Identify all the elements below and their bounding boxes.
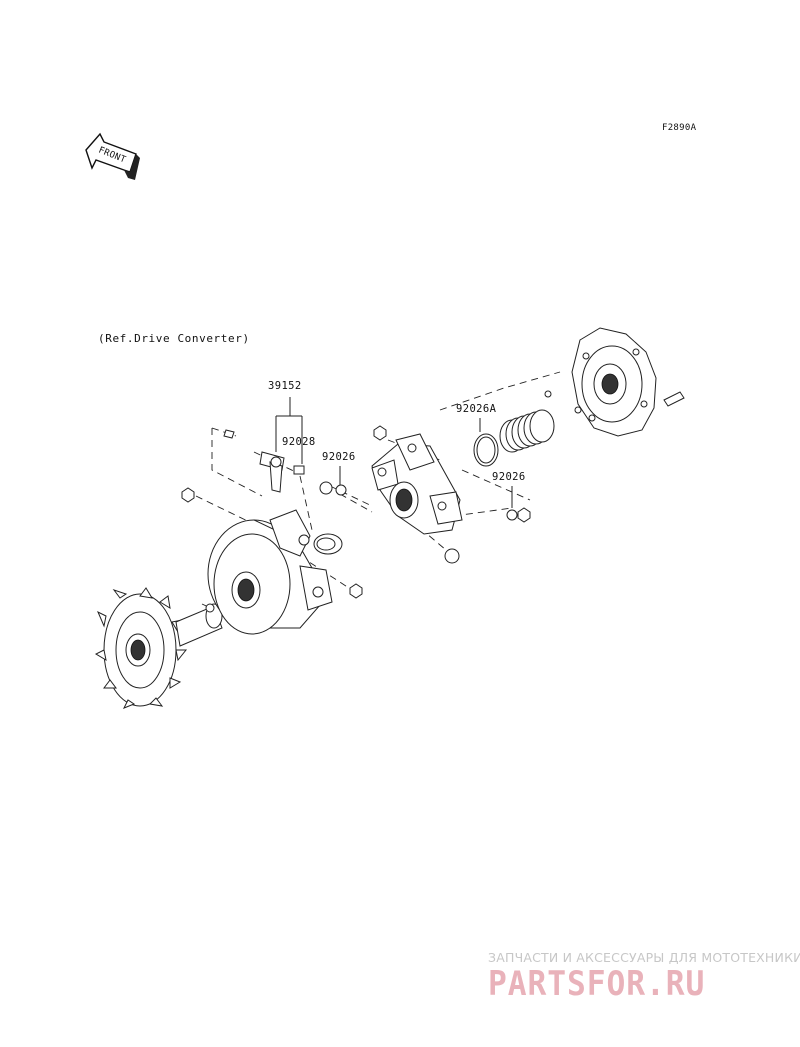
fixed-sheave-fan xyxy=(94,587,223,709)
weight-arm xyxy=(223,429,285,493)
nut-parts xyxy=(181,425,531,599)
snap-ring xyxy=(473,433,499,467)
rollers xyxy=(293,465,518,564)
callout-39152: 39152 xyxy=(268,380,302,392)
callout-92026-right: 92026 xyxy=(492,471,526,483)
front-arrow-icon: FRONT xyxy=(85,132,140,180)
watermark-tagline: ЗАПЧАСТИ И АКСЕССУАРЫ ДЛЯ МОТОТЕХНИКИ xyxy=(488,950,800,965)
watermark-logo: PARTSFOR.RU xyxy=(488,964,706,1004)
figure-code: F2890A xyxy=(662,123,697,133)
bushing xyxy=(313,533,343,555)
converter-cover xyxy=(544,327,685,437)
movable-sheave xyxy=(207,509,333,635)
callout-92028: 92028 xyxy=(282,436,316,448)
callout-92026-left: 92026 xyxy=(322,451,356,463)
leader-lines xyxy=(275,397,513,508)
spring xyxy=(499,409,555,453)
spider xyxy=(371,433,463,535)
ref-note: (Ref.Drive Converter) xyxy=(98,332,250,345)
callout-92026A: 92026A xyxy=(456,403,497,415)
